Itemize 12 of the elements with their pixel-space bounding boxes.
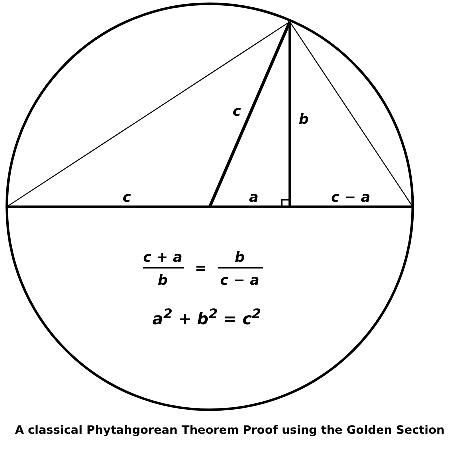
numerator: b <box>234 251 246 265</box>
numerator: c + a <box>143 251 183 265</box>
caption: A classical Phytahgorean Theorem Proof using the Golden Section <box>14 423 446 437</box>
equation: a$^{2}$ + b$^{2}$ = c$^{2}$ <box>152 308 262 328</box>
denominator: c − a <box>220 274 260 288</box>
side-label: b <box>298 113 310 127</box>
segment-label: c <box>122 191 132 205</box>
segment-label: c − a <box>331 191 371 205</box>
equals-sign: = <box>195 262 207 276</box>
denominator: b <box>158 274 168 288</box>
side-label: c <box>232 105 242 119</box>
segment-label: a <box>249 191 259 205</box>
